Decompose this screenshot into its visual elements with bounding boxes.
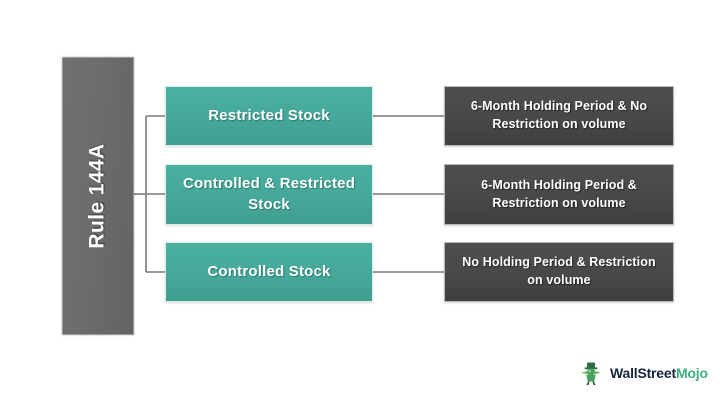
logo-wordmark: WallStreetMojo bbox=[610, 365, 708, 381]
condition-label: 6-Month Holding Period & No Restriction … bbox=[470, 99, 648, 131]
condition-box-controlled-stock: No Holding Period & Restriction on volum… bbox=[444, 242, 674, 302]
root-node-label: Rule 144A bbox=[86, 143, 109, 249]
logo-wordmark-primary: WallStreet bbox=[610, 365, 676, 381]
condition-label: No Holding Period & Restriction on volum… bbox=[462, 255, 656, 287]
category-label: Restricted Stock bbox=[208, 106, 330, 124]
logo-wordmark-secondary: Mojo bbox=[675, 365, 708, 381]
bull-mascot-icon bbox=[581, 362, 601, 385]
condition-label: 6-Month Holding Period & Restriction on … bbox=[481, 177, 637, 210]
condition-box-restricted-stock: 6-Month Holding Period & No Restriction … bbox=[444, 86, 674, 146]
root-node-rule-144a: Rule 144A bbox=[62, 57, 134, 335]
category-box-controlled-and-restricted-stock: Controlled & Restricted Stock bbox=[165, 164, 373, 225]
category-box-controlled-stock: Controlled Stock bbox=[165, 242, 373, 302]
category-label: Controlled & Restricted Stock bbox=[182, 175, 356, 213]
category-label: Controlled Stock bbox=[207, 262, 331, 280]
category-box-restricted-stock: Restricted Stock bbox=[165, 86, 373, 146]
wallstreetmojo-logo: WallStreetMojo bbox=[578, 358, 708, 388]
condition-box-controlled-and-restricted-stock: 6-Month Holding Period & Restriction on … bbox=[444, 164, 674, 225]
